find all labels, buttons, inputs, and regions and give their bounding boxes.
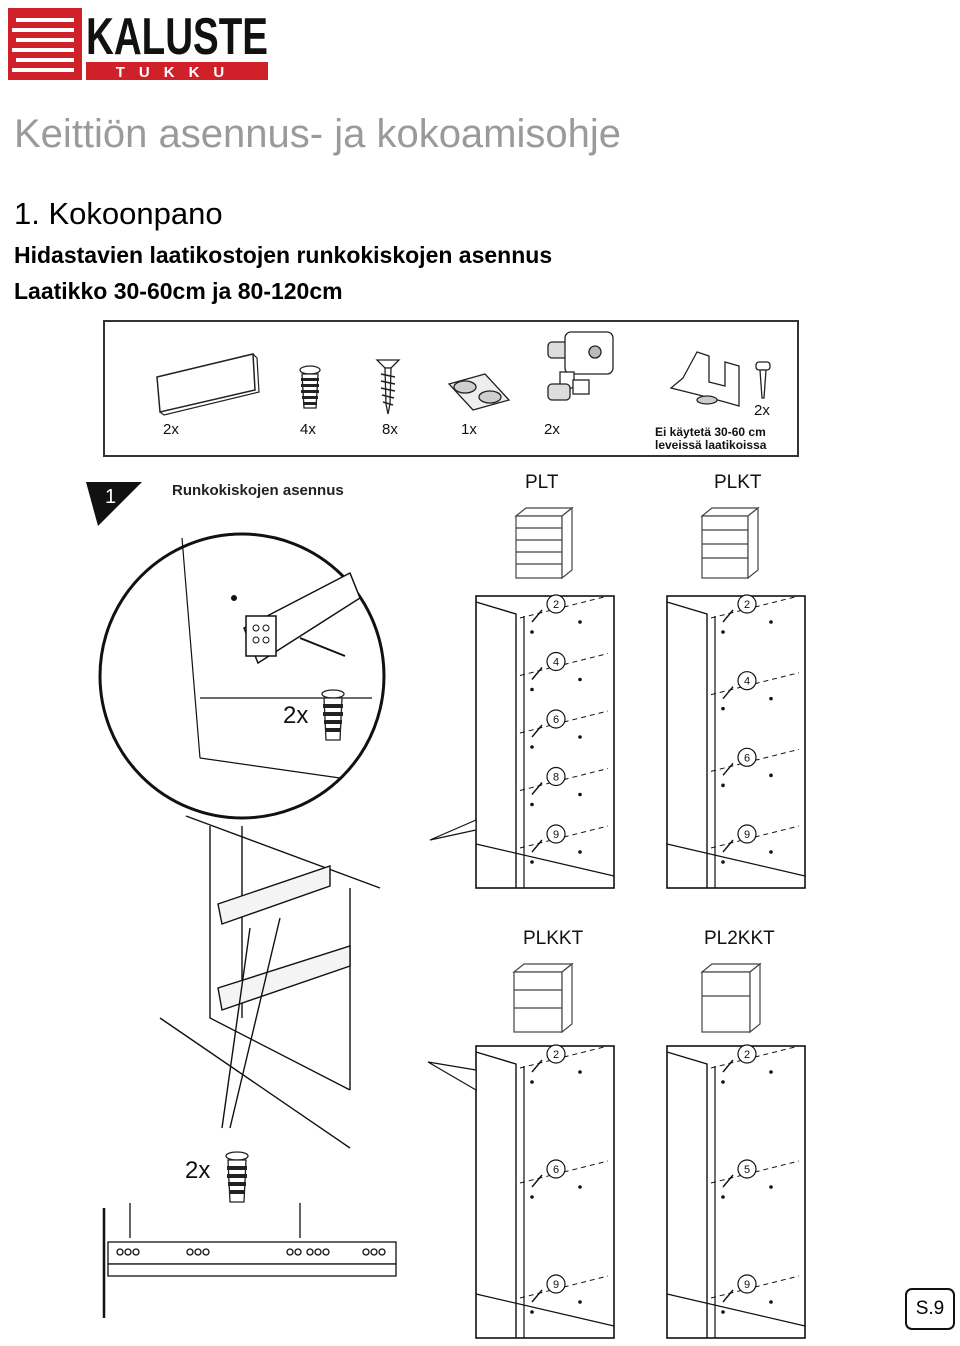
mini-cabinet-plt: [514, 506, 574, 580]
hole-marker: 6: [553, 1164, 559, 1176]
hole-marker: 6: [553, 714, 559, 726]
logo-sub: TUKKU: [116, 64, 239, 80]
subtitle-rails: Hidastavien laatikostojen runkokiskojen …: [14, 242, 553, 268]
part-qty: 2x: [754, 402, 770, 419]
part-qty: 8x: [382, 421, 398, 438]
euro-screw-icon: [299, 365, 321, 409]
variant-label: PLKKT: [523, 928, 584, 949]
subtitle-sizes: Laatikko 30-60cm ja 80-120cm: [14, 278, 343, 304]
part-qty: 2x: [163, 421, 179, 438]
assembly-diagram: 1 Runkokiskojen asennus 2x 2x: [86, 472, 806, 1339]
hole-marker: 2: [744, 1049, 750, 1061]
mini-cabinet-pl2kkt: [700, 962, 762, 1034]
hole-marker: 2: [744, 599, 750, 611]
parts-note-line2: leveissä laatikoissa: [655, 438, 767, 452]
euro-screw-icon: [321, 689, 345, 741]
hole-marker: 2: [553, 599, 559, 611]
kaluste-tukku-logo: KALUSTE TUKKU: [8, 8, 268, 80]
wood-screw-icon: [375, 359, 401, 415]
hole-marker: 8: [553, 772, 559, 784]
step-number: 1: [105, 486, 116, 508]
panel-detail: 2 4 6 8 9: [475, 594, 615, 888]
panel-pl2kkt: [666, 1045, 806, 1339]
rail-bracket-icon: [547, 331, 614, 401]
rail-qty: 2x: [185, 1157, 210, 1184]
page-number: S.9: [905, 1288, 955, 1330]
panel-plkkt: [475, 1045, 615, 1339]
angle-bracket-icon: [669, 351, 771, 407]
mini-cabinet-plkt: [700, 506, 760, 580]
hole-marker: 4: [553, 657, 559, 669]
part-qty: 4x: [300, 421, 316, 438]
hole-marker: 2: [553, 1049, 559, 1061]
panel-detail: 2 4 6 9: [666, 594, 806, 888]
part-qty: 2x: [544, 421, 560, 438]
panel-board-icon: [156, 353, 260, 416]
panel-detail: 2 6 9: [475, 1044, 615, 1338]
hole-marker: 5: [744, 1164, 750, 1176]
drawer-rail: [102, 1203, 397, 1318]
hole-marker: 6: [744, 752, 750, 764]
panel-plt: [475, 595, 615, 889]
parts-note-line1: Ei käytetä 30-60 cm: [655, 425, 766, 439]
section-heading: 1. Kokoonpano: [14, 196, 223, 231]
parts-panel: 2x 4x 8x 1x 2x 2x Ei käytetä 30-60 cm le…: [103, 320, 799, 457]
zoom-qty: 2x: [283, 702, 308, 729]
hole-marker: 9: [744, 1279, 750, 1291]
document-title: Keittiön asennus- ja kokoamisohje: [14, 112, 622, 156]
step-marker: 1: [86, 482, 142, 526]
variant-label: PL2KKT: [704, 928, 775, 949]
variant-label: PLT: [525, 472, 559, 493]
felt-pads-icon: [447, 373, 511, 411]
part-qty: 1x: [461, 421, 477, 438]
hole-marker: 9: [744, 829, 750, 841]
hole-marker: 9: [553, 1279, 559, 1291]
mini-cabinet-plkkt: [512, 962, 574, 1034]
variant-label: PLKT: [714, 472, 762, 493]
euro-screw-icon: [225, 1151, 249, 1203]
hole-marker: 4: [744, 676, 750, 688]
hole-marker: 9: [553, 829, 559, 841]
logo-brand: KALUSTE: [86, 8, 268, 66]
panel-plkt: [666, 595, 806, 889]
cabinet-side-drawing: [159, 815, 381, 1149]
step-title: Runkokiskojen asennus: [172, 482, 344, 499]
zoom-detail: [98, 532, 386, 820]
panel-detail: 2 5 9: [666, 1044, 806, 1338]
